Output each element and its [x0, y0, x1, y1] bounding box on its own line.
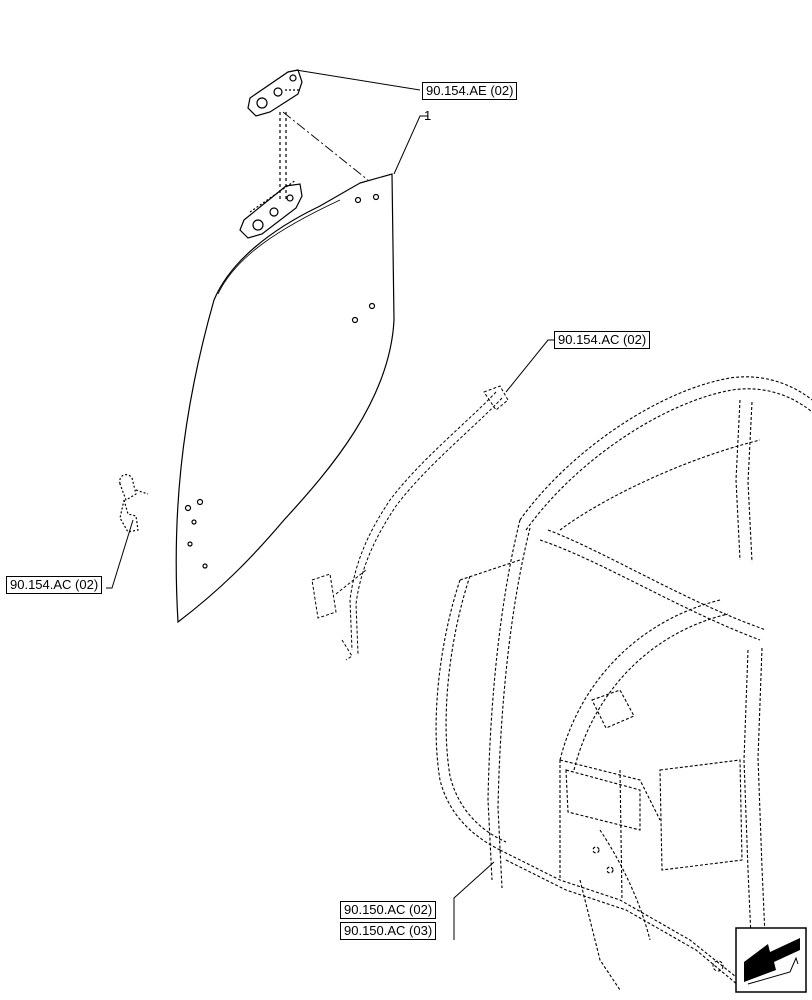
cab-frame	[435, 376, 812, 991]
ref-label-cab-a[interactable]: 90.150.AC (02)	[340, 901, 437, 919]
ref-label-cab-b[interactable]: 90.150.AC (03)	[340, 922, 437, 940]
ref-label-handle[interactable]: 90.154.AC (02)	[6, 576, 103, 594]
ref-label-harness[interactable]: 90.154.AC (02)	[554, 331, 651, 349]
item-number: 1	[424, 108, 432, 123]
wiring-harness	[311, 385, 509, 661]
alignment-line	[282, 111, 369, 181]
door-handle	[119, 474, 149, 533]
door-glass-panel	[175, 173, 395, 624]
door-hinge	[239, 69, 303, 239]
arrow-navigation-icon	[735, 927, 807, 993]
leader-lines	[106, 69, 554, 940]
ref-label-hinge[interactable]: 90.154.AE (02)	[422, 82, 518, 100]
